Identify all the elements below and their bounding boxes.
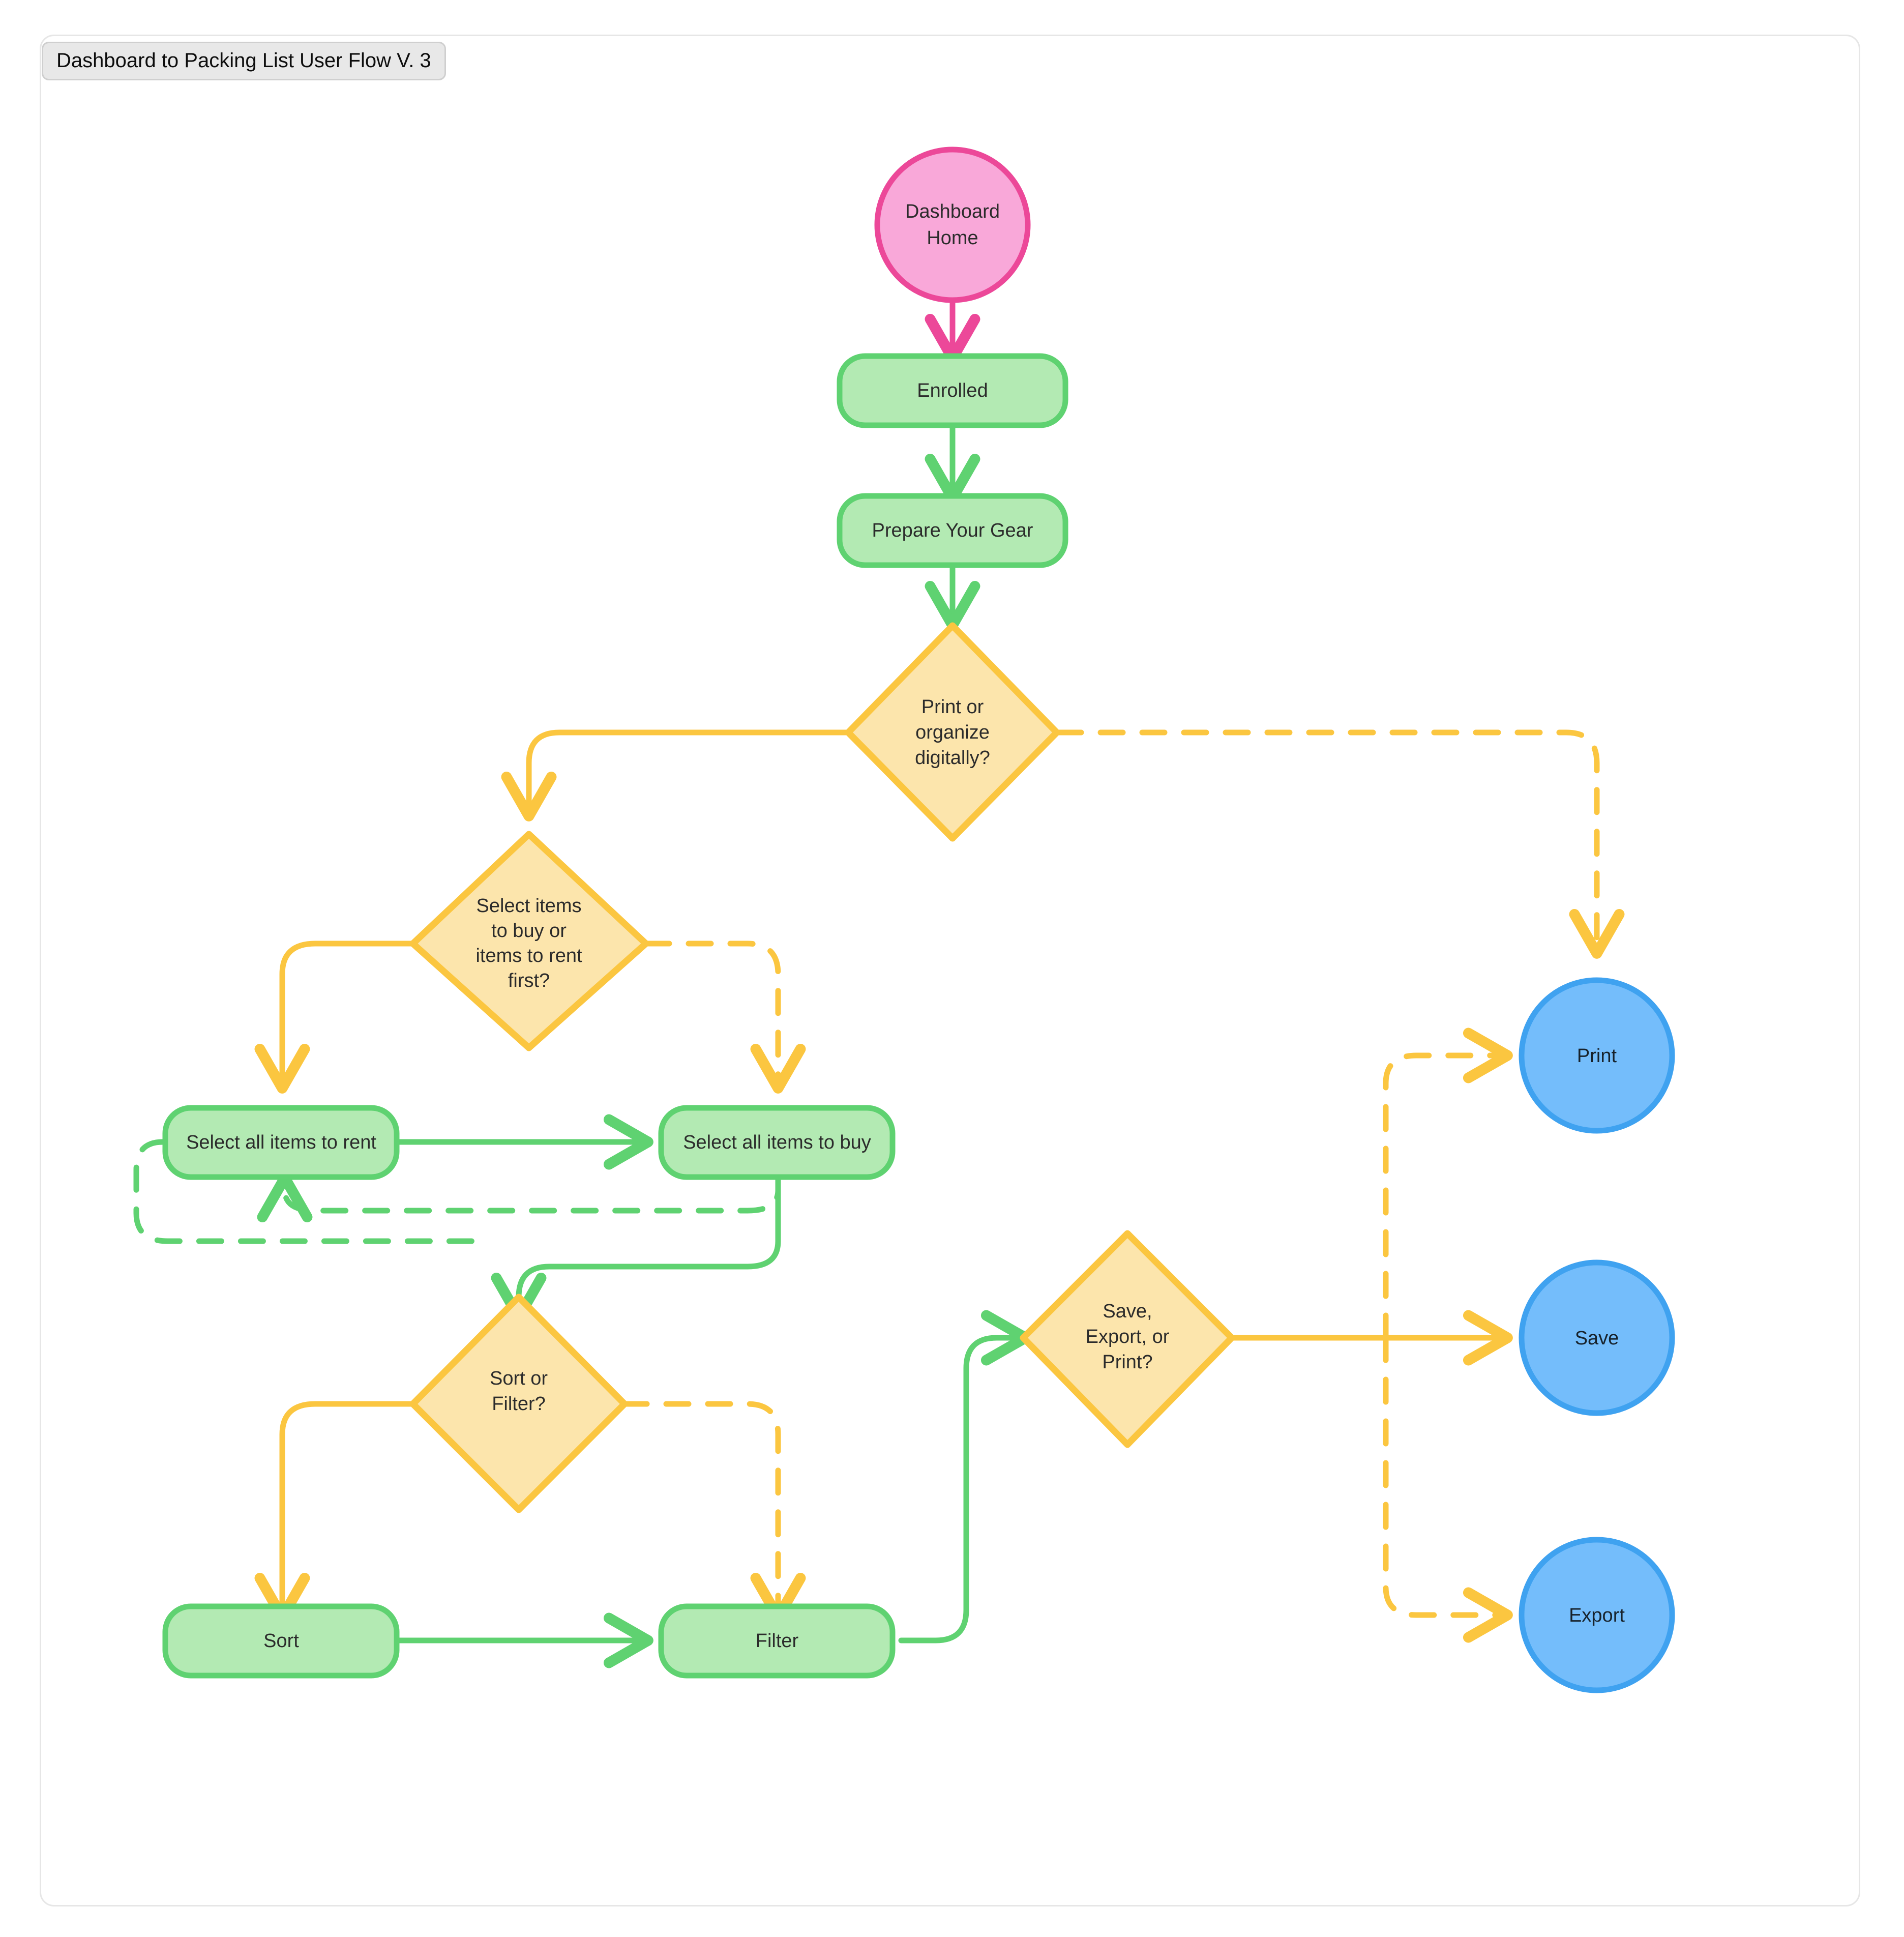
select-all-items-to-buy-label: Select all items to buy [683,1132,871,1153]
sort-or-filter-shape[interactable] [409,1294,628,1513]
node-select-buy-or-rent-first[interactable]: Select items to buy or items to rent fir… [409,831,649,1051]
save-export-print-label-line1: Save, [1103,1301,1152,1322]
prepare-your-gear-label: Prepare Your Gear [872,520,1033,541]
print-shape[interactable] [1519,977,1675,1134]
edge-save-export-print-to-export [1383,1335,1513,1643]
save-export-or-print-shape[interactable] [1020,1230,1235,1448]
select-first-label-line2: to buy or [491,920,567,942]
sort-shape[interactable] [162,1603,400,1679]
edge-print-or-organize-to-print [1056,729,1625,959]
print-or-organize-label-line2: organize [915,722,990,743]
diagram-title-tab[interactable]: Dashboard to Packing List User Flow V. 3 [42,42,446,80]
node-enrolled[interactable]: Enrolled [837,353,1068,428]
save-shape[interactable] [1519,1259,1675,1416]
edge-rent-to-sort-or-filter [133,1139,491,1244]
save-export-print-label-line2: Export, or [1086,1326,1170,1347]
edge-sort-or-filter-to-sort [254,1401,416,1623]
node-print-or-organize[interactable]: Print or organize digitally? [845,622,1060,842]
edge-buy-to-sort-or-filter [491,1172,781,1323]
sort-or-filter-label-line1: Sort or [490,1368,548,1389]
save-export-print-label-line3: Print? [1102,1352,1152,1373]
node-sort[interactable]: Sort [162,1603,400,1679]
node-prepare-your-gear[interactable]: Prepare Your Gear [837,493,1068,568]
enrolled-label: Enrolled [917,380,988,401]
dashboard-home-shape[interactable] [874,146,1031,303]
edge-buy-to-rent [257,1172,781,1223]
print-or-organize-label-line1: Print or [921,696,984,718]
node-export[interactable]: Export [1519,1537,1675,1693]
prepare-your-gear-shape[interactable] [837,493,1068,568]
select-all-items-to-rent-shape[interactable] [162,1105,400,1180]
edge-save-export-print-to-print [1383,1028,1513,1341]
print-or-organize-shape[interactable] [845,622,1060,842]
export-label: Export [1569,1605,1625,1626]
dashboard-home-label-line1: Dashboard [905,201,1000,222]
sort-label: Sort [263,1630,299,1652]
node-save-export-or-print[interactable]: Save, Export, or Print? [1020,1230,1235,1448]
select-first-label-line3: items to rent [475,945,582,966]
edge-print-or-organize-to-select-first [501,729,850,821]
print-or-organize-label-line3: digitally? [915,747,990,769]
select-all-items-to-rent-label: Select all items to rent [186,1132,376,1153]
select-first-label-line4: first? [508,970,550,991]
enrolled-shape[interactable] [837,353,1068,428]
filter-shape[interactable] [658,1603,896,1679]
node-select-all-items-to-rent[interactable]: Select all items to rent [162,1105,400,1180]
edge-sort-or-filter-to-filter [621,1401,806,1623]
node-save[interactable]: Save [1519,1259,1675,1416]
print-label: Print [1577,1045,1617,1067]
dashboard-home-label-line2: Home [927,227,978,249]
edges-layer [133,297,1625,1668]
node-dashboard-home[interactable]: Dashboard Home [874,146,1031,303]
edge-select-first-to-buy [644,941,806,1094]
save-label: Save [1575,1328,1619,1349]
select-first-label-line1: Select items [477,895,582,917]
export-shape[interactable] [1519,1537,1675,1693]
node-select-all-items-to-buy[interactable]: Select all items to buy [658,1105,896,1180]
edge-filter-to-save-export-print [898,1310,1031,1643]
node-sort-or-filter[interactable]: Sort or Filter? [409,1294,628,1513]
filter-label: Filter [756,1630,799,1652]
select-all-items-to-buy-shape[interactable] [658,1105,896,1180]
sort-or-filter-label-line2: Filter? [492,1393,546,1415]
node-filter[interactable]: Filter [658,1603,896,1679]
select-buy-or-rent-first-shape[interactable] [409,831,649,1051]
node-print[interactable]: Print [1519,977,1675,1134]
edge-select-first-to-rent [254,941,415,1094]
